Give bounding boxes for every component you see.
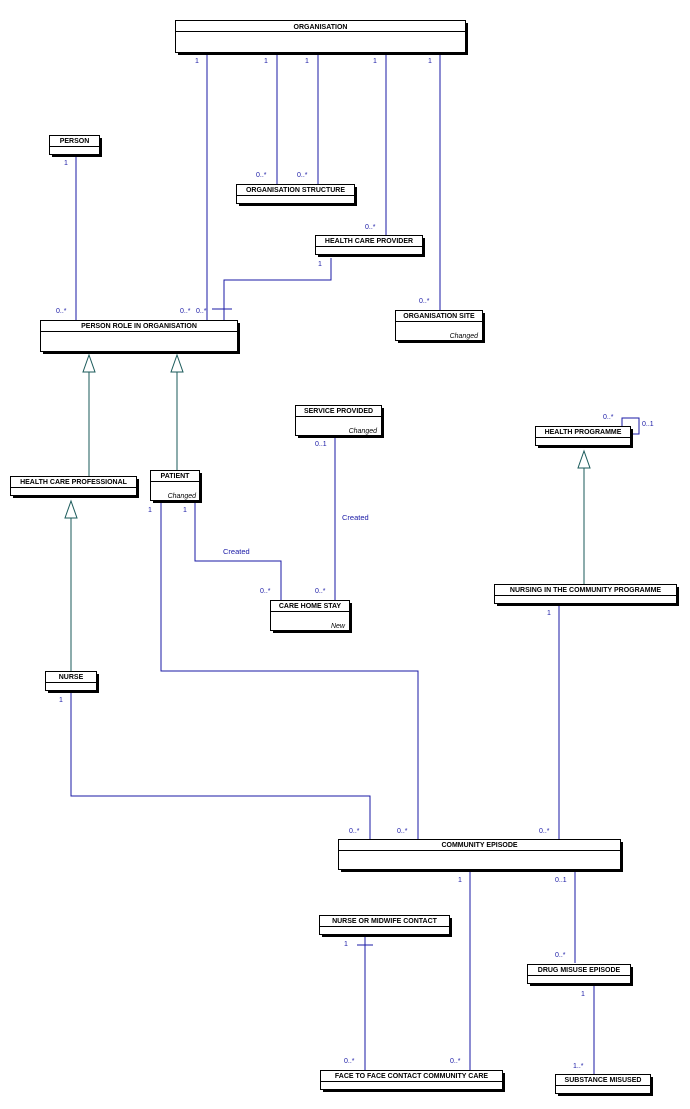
class-name: NURSING IN THE COMMUNITY PROGRAMME — [510, 587, 661, 594]
class-name: PERSON — [60, 138, 90, 145]
multiplicity: 0..* — [260, 588, 271, 595]
multiplicity: 0..* — [419, 298, 430, 305]
multiplicity: 1 — [547, 610, 551, 617]
class-name: HEALTH CARE PROFESSIONAL — [20, 479, 128, 486]
class-note: New — [331, 623, 346, 630]
class-name: FACE TO FACE CONTACT COMMUNITY CARE — [335, 1073, 489, 1080]
class-note: Changed — [349, 428, 379, 435]
multiplicity: 1 — [183, 507, 187, 514]
multiplicity: 0..* — [349, 828, 360, 835]
assoc-patient-stay — [194, 502, 282, 600]
multiplicity: 0..* — [180, 308, 191, 315]
assoc-nurse-episode — [70, 692, 371, 839]
class-note: Changed — [450, 333, 480, 340]
multiplicity: 0..* — [603, 414, 614, 421]
class-name: SERVICE PROVIDED — [304, 408, 373, 415]
class-person[interactable]: PERSON — [49, 135, 103, 158]
class-organisation-site[interactable]: ORGANISATION SITE Changed — [395, 310, 486, 344]
class-health-care-professional[interactable]: HEALTH CARE PROFESSIONAL — [10, 476, 140, 499]
class-name: COMMUNITY EPISODE — [441, 842, 517, 849]
class-name: NURSE OR MIDWIFE CONTACT — [332, 918, 438, 925]
multiplicity: 1 — [458, 877, 462, 884]
class-drug-misuse-episode[interactable]: DRUG MISUSE EPISODE — [527, 964, 634, 987]
multiplicity: 0..* — [365, 224, 376, 231]
multiplicity: 0..* — [56, 308, 67, 315]
class-note: Changed — [168, 493, 198, 500]
class-name: ORGANISATION STRUCTURE — [246, 187, 345, 194]
multiplicity: 0..1 — [555, 877, 567, 884]
association-label-created-patient: Created — [223, 547, 250, 556]
association-label-created-service: Created — [342, 513, 369, 522]
multiplicity: 0..* — [297, 172, 308, 179]
class-substance-misused[interactable]: SUBSTANCE MISUSED — [555, 1074, 654, 1097]
class-name: ORGANISATION — [294, 24, 348, 31]
assoc-programme-self — [621, 417, 640, 435]
class-name: HEALTH PROGRAMME — [545, 429, 622, 436]
multiplicity: 1 — [59, 697, 63, 704]
multiplicity: 1 — [318, 261, 322, 268]
multiplicity: 0..* — [539, 828, 550, 835]
class-name: DRUG MISUSE EPISODE — [538, 967, 621, 974]
class-organisation-structure[interactable]: ORGANISATION STRUCTURE — [236, 184, 358, 207]
multiplicity: 0..* — [555, 952, 566, 959]
multiplicity: 1 — [344, 941, 348, 948]
class-health-programme[interactable]: HEALTH PROGRAMME — [535, 426, 634, 449]
multiplicity: 0..* — [450, 1058, 461, 1065]
generalization-lines — [64, 353, 591, 671]
multiplicity: 1 — [428, 58, 432, 65]
class-community-episode[interactable]: COMMUNITY EPISODE — [338, 839, 624, 873]
multiplicity: 0..* — [315, 588, 326, 595]
multiplicity: 0..* — [344, 1058, 355, 1065]
class-name: SUBSTANCE MISUSED — [565, 1077, 642, 1084]
multiplicity: 0..* — [256, 172, 267, 179]
multiplicity: 1 — [264, 58, 268, 65]
assoc-patient-episode — [160, 502, 419, 839]
multiplicity: 1..* — [573, 1063, 584, 1070]
class-service-provided[interactable]: SERVICE PROVIDED Changed — [295, 405, 385, 439]
multiplicity: 1 — [64, 160, 68, 167]
multiplicity: 1 — [148, 507, 152, 514]
class-patient[interactable]: PATIENT Changed — [150, 470, 203, 504]
class-nurse-or-midwife-contact[interactable]: NURSE OR MIDWIFE CONTACT — [319, 915, 453, 938]
multiplicity: 1 — [581, 991, 585, 998]
class-name: NURSE — [59, 674, 84, 681]
class-name: PATIENT — [161, 473, 191, 480]
class-name: HEALTH CARE PROVIDER — [325, 238, 413, 245]
assoc-hcp-role — [223, 258, 332, 320]
multiplicity: 0..* — [397, 828, 408, 835]
class-face-to-face-contact-community-care[interactable]: FACE TO FACE CONTACT COMMUNITY CARE — [320, 1070, 506, 1093]
class-nursing-in-the-community-programme[interactable]: NURSING IN THE COMMUNITY PROGRAMME — [494, 584, 680, 607]
class-organisation[interactable]: ORGANISATION — [175, 20, 469, 56]
gen-nurse-hcprof-arrow — [64, 499, 78, 519]
multiplicity: 1 — [305, 58, 309, 65]
gen-hcprof-role-arrow — [82, 353, 96, 373]
class-person-role-in-organisation[interactable]: PERSON ROLE IN ORGANISATION — [40, 320, 241, 355]
class-name: CARE HOME STAY — [279, 603, 342, 610]
multiplicity-labels: 1 1 1 1 1 0..* 0..* 0..* 0..* 1 0..* 0..… — [56, 58, 654, 1070]
gen-patient-role-arrow — [170, 353, 184, 373]
association-labels: Created Created — [223, 513, 369, 556]
gen-nursing-programme-arrow — [577, 449, 591, 469]
multiplicity: 0..1 — [642, 421, 654, 428]
multiplicity: 1 — [373, 58, 377, 65]
class-name: PERSON ROLE IN ORGANISATION — [81, 323, 197, 330]
multiplicity: 1 — [195, 58, 199, 65]
multiplicity: 0..* — [196, 308, 207, 315]
class-nurse[interactable]: NURSE — [45, 671, 100, 694]
multiplicity: 0..1 — [315, 441, 327, 448]
class-health-care-provider[interactable]: HEALTH CARE PROVIDER — [315, 235, 426, 258]
association-lines — [70, 53, 640, 1074]
class-name: ORGANISATION SITE — [403, 313, 475, 320]
class-care-home-stay[interactable]: CARE HOME STAY New — [270, 600, 353, 634]
